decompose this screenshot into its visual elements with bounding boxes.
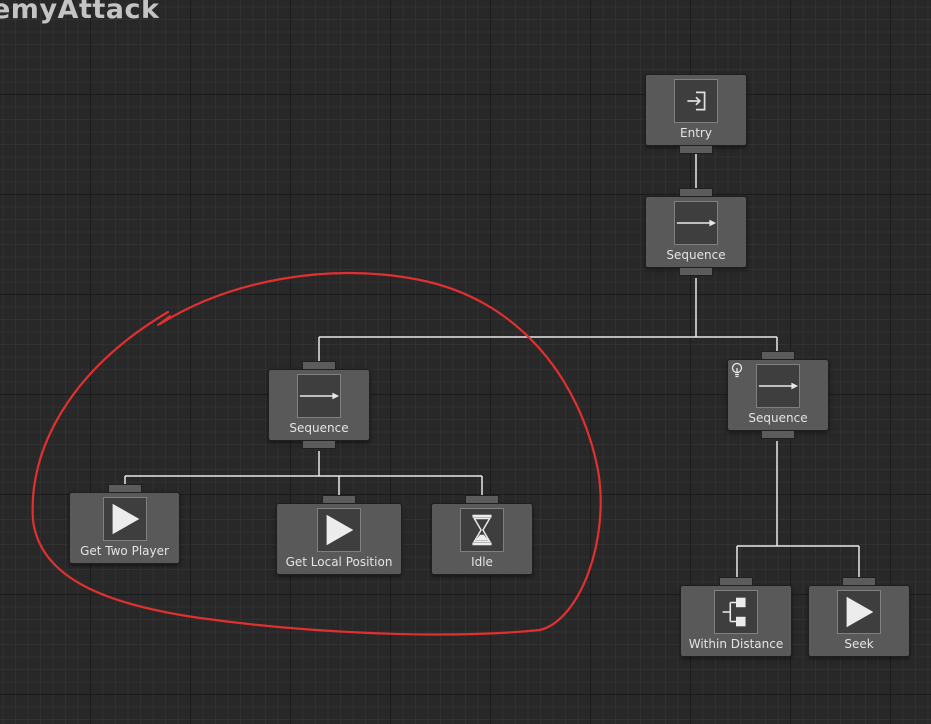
input-port[interactable]: [842, 577, 876, 585]
output-port[interactable]: [761, 431, 795, 439]
output-port[interactable]: [679, 146, 713, 154]
within-distance-node[interactable]: Within Distance: [680, 577, 792, 657]
hourglass-icon: [460, 508, 504, 552]
node-label: Sequence: [748, 411, 808, 425]
play-icon: [102, 497, 147, 541]
root-sequence-node[interactable]: Sequence: [645, 188, 747, 276]
play-icon: [837, 590, 881, 634]
output-port[interactable]: [302, 441, 336, 449]
input-port[interactable]: [322, 495, 356, 503]
wire-left-children: [124, 451, 483, 497]
right-sequence-node[interactable]: Sequence: [727, 351, 829, 439]
entry-node[interactable]: Entry: [645, 74, 747, 154]
left-sequence-node[interactable]: Sequence: [268, 361, 370, 449]
entry-icon: [674, 79, 718, 123]
input-port[interactable]: [465, 495, 499, 503]
output-port[interactable]: [679, 268, 713, 276]
seek-node[interactable]: Seek: [808, 577, 910, 657]
get-two-player-node[interactable]: Get Two Player: [69, 484, 180, 564]
node-label: Get Two Player: [80, 544, 169, 558]
input-port[interactable]: [302, 361, 336, 369]
graph-title: emyAttack: [0, 0, 160, 25]
idle-node[interactable]: Idle: [431, 495, 533, 575]
breakpoint-icon: [731, 362, 743, 378]
node-label: Sequence: [666, 248, 726, 262]
wire-root-children: [318, 278, 778, 363]
input-port[interactable]: [719, 577, 753, 585]
node-label: Sequence: [289, 421, 349, 435]
node-label: Idle: [471, 555, 493, 569]
get-local-position-node[interactable]: Get Local Position: [276, 495, 402, 575]
input-port[interactable]: [679, 188, 713, 196]
node-label: Seek: [844, 637, 874, 651]
sequence-arrow-icon: [297, 374, 341, 418]
node-label: Within Distance: [688, 637, 784, 651]
node-label: Get Local Position: [285, 555, 393, 569]
condition-icon: [714, 590, 758, 634]
input-port[interactable]: [107, 484, 142, 492]
wire-right-children: [736, 441, 860, 579]
play-icon: [317, 508, 361, 552]
sequence-arrow-icon: [674, 201, 718, 245]
input-port[interactable]: [761, 351, 795, 359]
sequence-arrow-icon: [756, 364, 800, 408]
node-label: Entry: [680, 126, 712, 140]
